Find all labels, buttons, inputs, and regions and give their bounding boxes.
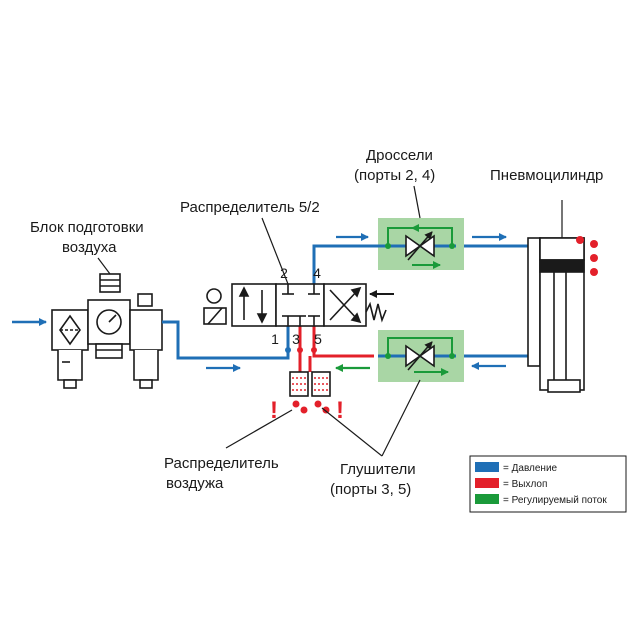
spring-icon <box>365 301 387 323</box>
port-3-dot <box>297 347 303 353</box>
valve-5-2 <box>203 283 387 327</box>
distributor-label: Распределитель 5/2 <box>180 199 320 216</box>
lubricator-body <box>129 309 163 351</box>
port-2-label: 2 <box>280 265 288 281</box>
lubricator-drain <box>139 379 153 389</box>
throttle-top <box>378 218 464 270</box>
silencers-label-line2: (порты 3, 5) <box>330 481 411 498</box>
filter-drain <box>63 379 77 389</box>
cylinder-label: Пневмоцилиндр <box>490 167 603 184</box>
pressure-arrows <box>206 233 507 372</box>
throttles-label-line1: Дроссели <box>366 147 433 164</box>
legend-swatch-pressure <box>475 462 499 472</box>
port-5-label: 5 <box>314 331 322 347</box>
port-1-label: 1 <box>271 331 279 347</box>
legend: = Давление = Выхлоп = Регулируемый поток <box>469 455 627 513</box>
air-prep-unit <box>51 273 163 389</box>
air-prep-label-line2: воздуха <box>62 239 117 256</box>
silencer-3 <box>289 371 309 397</box>
warning-left-icon: ! <box>270 397 278 424</box>
legend-label-pressure: = Давление <box>503 463 558 474</box>
legend-swatch-regulated <box>475 494 499 504</box>
silencers-label-line1: Глушители <box>340 461 416 478</box>
silencer-icon <box>289 371 309 397</box>
regulator-base <box>95 343 123 359</box>
throttles-label-line2: (порты 2, 4) <box>354 167 435 184</box>
lubricator-bowl <box>133 350 159 381</box>
port-5-dot <box>311 347 317 353</box>
distributor-air-label-line1: Распределитель <box>164 455 279 472</box>
lubricator-cap <box>137 293 153 307</box>
regulator-knob <box>99 273 121 293</box>
port-4-label: 4 <box>313 265 321 281</box>
port-3-label: 3 <box>292 331 300 347</box>
silencer-icon <box>311 371 331 397</box>
port-1-dot <box>285 347 291 353</box>
pneumatic-cylinder <box>527 200 585 393</box>
distributor-air-label-line2: воздужа <box>166 475 224 492</box>
silencer-exhaust-dots <box>292 400 330 414</box>
air-prep-label-line1: Блок подготовки <box>30 219 144 236</box>
leader-lines <box>97 185 421 457</box>
cylinder-rod <box>553 271 567 391</box>
warning-right-icon: ! <box>336 397 344 424</box>
legend-label-exhaust: = Выхлоп <box>503 479 547 490</box>
valve-left-box <box>231 283 277 327</box>
legend-label-regulated: = Регулируемый поток <box>503 495 607 506</box>
cylinder-piston <box>539 259 585 273</box>
throttle-bottom <box>378 330 464 382</box>
cylinder-exhaust-dots <box>576 236 598 276</box>
exhaust-lines <box>298 326 374 372</box>
filter-bowl <box>57 350 83 381</box>
solenoid-pilot-icon <box>206 288 222 304</box>
supply-line <box>162 320 290 360</box>
legend-swatch-exhaust <box>475 478 499 488</box>
silencer-5 <box>311 371 331 397</box>
